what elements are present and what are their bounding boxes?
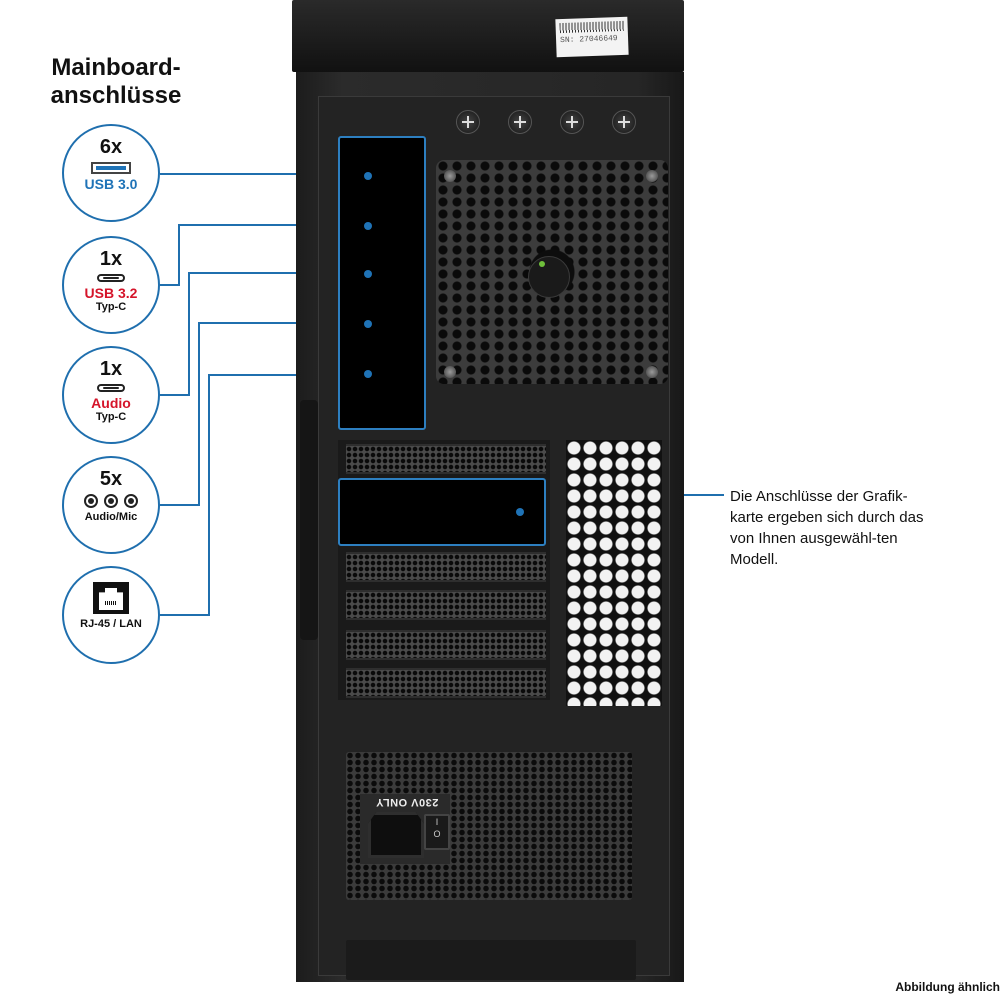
port-count: 1x — [99, 248, 123, 270]
slot-cover — [346, 590, 546, 620]
port-usb30: 6x USB 3.0 — [62, 124, 160, 222]
port-label: USB 3.0 — [84, 176, 138, 192]
switch-off-mark: O — [433, 829, 441, 839]
case-feet — [346, 940, 636, 980]
audio-jack-icon — [104, 494, 118, 508]
psu-voltage-label: 230V ONLY — [375, 796, 439, 808]
io-marker — [364, 320, 372, 328]
screw-icon — [444, 170, 456, 182]
thumbscrew-icon — [456, 110, 480, 134]
serial-number: SN: 27046649 — [559, 34, 618, 46]
connector-line-usb30 — [160, 173, 366, 175]
io-marker — [364, 270, 372, 278]
port-label: Audio — [91, 395, 131, 411]
port-rj45-lan: RJ-45 / LAN — [62, 566, 160, 664]
section-heading: Mainboard- anschlüsse — [28, 54, 204, 110]
screw-icon — [444, 366, 456, 378]
usb-c-icon — [97, 274, 125, 282]
connector-line-lan — [208, 374, 366, 376]
port-count: 1x — [99, 358, 123, 380]
footer-disclaimer: Abbildung ähnlich — [895, 980, 1000, 994]
port-audio-typec: 1x Audio Typ-C — [62, 346, 160, 444]
side-vent — [566, 440, 662, 706]
switch-on-mark: I — [435, 817, 439, 827]
slot-cover — [346, 630, 546, 660]
slot-cover — [346, 552, 546, 582]
thumbscrew-icon — [560, 110, 584, 134]
slot-cover — [346, 668, 546, 698]
rj45-icon — [93, 582, 129, 614]
port-label: USB 3.2 — [84, 285, 138, 301]
port-sublabel: Audio/Mic — [84, 511, 138, 523]
fan-hub — [528, 256, 570, 298]
io-marker — [364, 370, 372, 378]
connector-line-audio-mic — [198, 322, 200, 506]
side-panel-handle — [300, 400, 318, 640]
power-switch[interactable]: I O — [424, 814, 450, 850]
connector-line-lan — [160, 614, 210, 616]
connector-line-audio-typec — [160, 394, 188, 396]
connector-line-usb32 — [178, 224, 180, 286]
io-marker — [364, 222, 372, 230]
port-sublabel: RJ-45 / LAN — [80, 618, 142, 630]
port-sublabel: Typ-C — [95, 411, 127, 423]
barcode — [559, 20, 624, 34]
connector-line-audio-mic — [198, 322, 366, 324]
serial-sticker: SN: 27046649 — [555, 16, 629, 58]
usb-a-icon — [91, 162, 131, 174]
heading-line-1: Mainboard- — [51, 54, 181, 81]
port-count: 5x — [99, 468, 123, 490]
io-shield — [338, 136, 426, 430]
connector-line-audio-mic — [160, 504, 200, 506]
gpu-ports-area — [338, 478, 546, 546]
port-sublabel: Typ-C — [95, 301, 127, 313]
connector-line-audio-typec — [188, 272, 366, 274]
screw-icon — [646, 170, 658, 182]
screw-icon — [646, 366, 658, 378]
slot-cover — [346, 444, 546, 474]
audio-jack-icons — [64, 494, 158, 508]
gpu-marker — [516, 508, 524, 516]
expansion-slots — [338, 440, 550, 700]
power-socket-icon — [368, 812, 424, 858]
io-marker — [364, 172, 372, 180]
thumbscrew-icon — [612, 110, 636, 134]
port-usb32-typec: 1x USB 3.2 Typ-C — [62, 236, 160, 334]
usb-c-icon — [97, 384, 125, 392]
connector-line-lan — [208, 374, 210, 616]
connector-line-audio-typec — [188, 272, 190, 396]
port-count: 6x — [99, 136, 123, 158]
thumbscrew-icon — [508, 110, 532, 134]
connector-line-usb32 — [160, 284, 180, 286]
heading-line-2: anschlüsse — [50, 82, 182, 109]
audio-jack-icon — [84, 494, 98, 508]
audio-jack-icon — [124, 494, 138, 508]
connector-line-usb32 — [178, 224, 366, 226]
gpu-note: Die Anschlüsse der Grafik-karte ergeben … — [730, 488, 924, 568]
port-audio-mic: 5x Audio/Mic — [62, 456, 160, 554]
